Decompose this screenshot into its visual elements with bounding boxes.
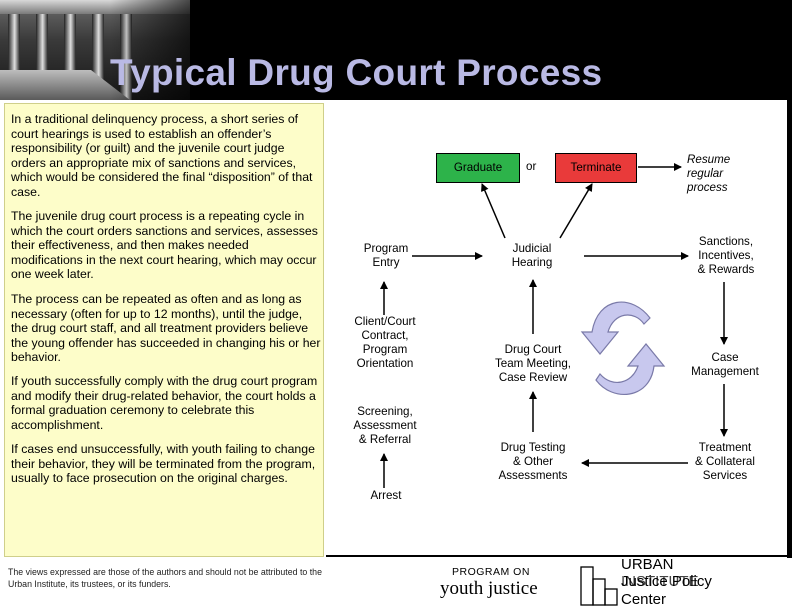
program-on-label: PROGRAM ON <box>452 566 530 578</box>
header-banner <box>0 0 792 100</box>
repeat-cycle-icon <box>580 301 666 395</box>
paragraph-graduation: If youth successfully comply with the dr… <box>11 374 318 432</box>
graduate-box: Graduate <box>436 153 520 183</box>
paragraph-repeat: The process can be repeated as often and… <box>11 292 321 364</box>
right-border <box>787 100 792 558</box>
disclaimer-text: The views expressed are those of the aut… <box>8 567 322 589</box>
or-label: or <box>526 160 537 173</box>
screening-assessment-label: Screening,Assessment& Referral <box>353 405 417 446</box>
arrest-label: Arrest <box>370 489 402 502</box>
youth-justice-label: youth justice <box>440 578 538 599</box>
terminate-box: Terminate <box>555 153 637 183</box>
bottom-divider <box>326 555 792 557</box>
page-title: Typical Drug Court Process <box>110 52 603 93</box>
paragraph-traditional: In a traditional delinquency process, a … <box>11 112 313 199</box>
paragraph-drug-court-cycle: The juvenile drug court process is a rep… <box>11 209 318 281</box>
sanctions-incentives-label: Sanctions,Incentives,& Rewards <box>697 235 755 276</box>
urban-label: URBAN <box>621 556 674 573</box>
paragraph-termination: If cases end unsuccessfully, with youth … <box>11 442 316 485</box>
arrow-hearing-to-graduate <box>481 183 506 239</box>
urban-institute-logo-icon <box>580 566 618 606</box>
explanation-panel <box>4 103 324 557</box>
arrow-hearing-to-terminate <box>559 183 593 239</box>
center-label: Center <box>621 591 667 608</box>
